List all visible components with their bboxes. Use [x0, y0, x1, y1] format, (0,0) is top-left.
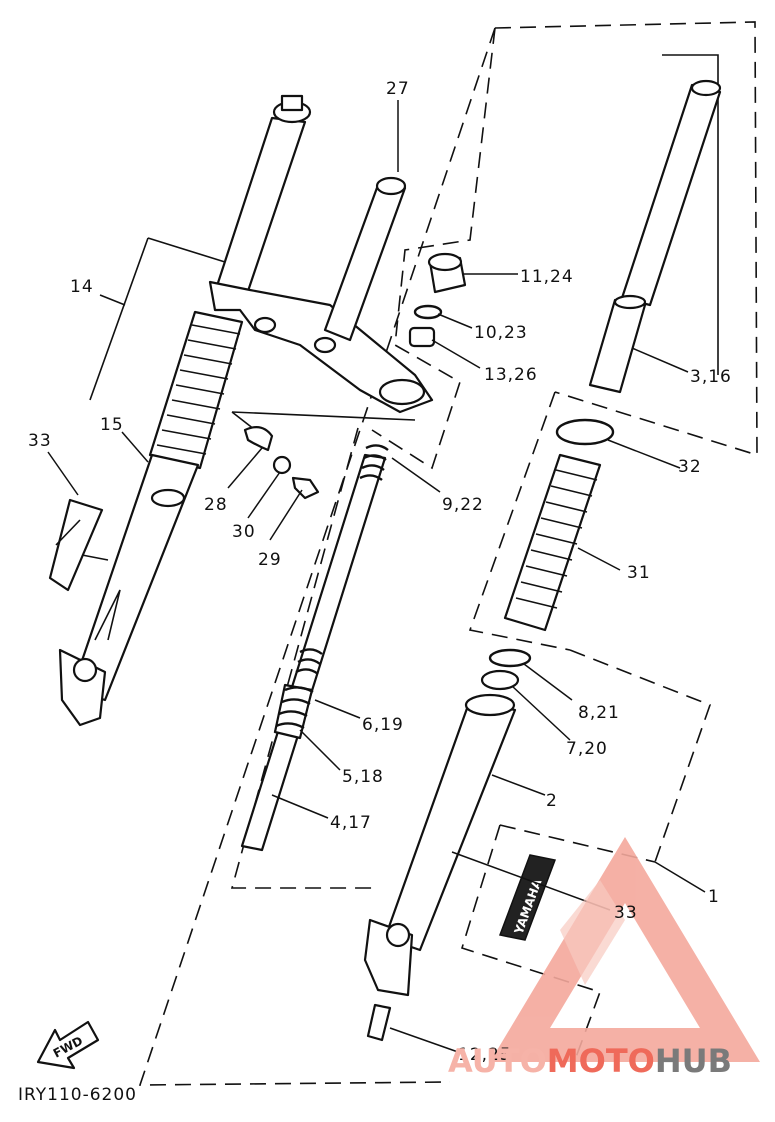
fork-clamp-boss: [150, 488, 186, 508]
callout-3-16: 3,16: [690, 367, 732, 387]
fork-leg-rib-left: [94, 589, 121, 641]
outer-tube-2: [383, 698, 517, 952]
clip-28: [243, 425, 274, 452]
boundary-upper-right: [662, 54, 719, 375]
boundary-inner-tube: [230, 427, 372, 889]
bolt-12: [366, 1003, 392, 1042]
clip-8: [488, 648, 532, 668]
boundary-line-14b: [89, 237, 149, 401]
fork-cap-top-left: [280, 94, 304, 112]
clamp-hardware: [243, 425, 320, 500]
steering-stem: [323, 183, 407, 342]
emblem-right: YAMAHA: [498, 854, 557, 941]
axle-hole-left: [72, 657, 98, 683]
watermark-auto: AUTOMOTOHUB: [448, 1042, 732, 1080]
bracket-hole-left: [253, 316, 277, 334]
inner-tube-4: [240, 453, 387, 852]
callout-10-23: 10,23: [474, 323, 528, 343]
callout-9-22: 9,22: [442, 495, 484, 515]
callout-5-18: 5,18: [342, 767, 384, 787]
callout-12-25: 12,25: [458, 1045, 512, 1065]
cap-parts: [408, 252, 467, 348]
boundary-outer-upper: [494, 21, 758, 457]
right-fork-upper: [588, 79, 722, 394]
assembled-fork: [58, 94, 434, 727]
nut-30: [272, 455, 292, 475]
right-outer-tube-assembly: [363, 648, 532, 997]
callout-11-24: 11,24: [520, 267, 574, 287]
callout-8-21: 8,21: [578, 703, 620, 723]
bolt-29: [291, 476, 320, 500]
callout-7-20: 7,20: [566, 739, 608, 759]
callout-33-left: 33: [28, 431, 52, 451]
boundary-line-14a: [147, 237, 226, 263]
seal-7: [480, 669, 520, 691]
boundary-inner-upper: [371, 27, 496, 470]
callout-33-right: 33: [614, 903, 638, 923]
callout-31: 31: [627, 563, 651, 583]
fork-outer-tube-left: [70, 453, 200, 702]
watermark-triangle-icon: [489, 836, 761, 1062]
emblem-plate-right: [498, 854, 557, 941]
callout-2: 2: [546, 791, 558, 811]
washer-10: [413, 304, 443, 320]
leader-lines: [47, 100, 706, 1053]
damper-5: [273, 683, 314, 740]
callout-29: 29: [258, 550, 282, 570]
callout-30: 30: [232, 522, 256, 542]
fork-tube-lower-3: [588, 298, 647, 394]
boundary-line-28a: [231, 411, 416, 421]
watermark-part1: AUTO: [448, 1042, 547, 1080]
bracket-hole-right: [313, 336, 337, 354]
callout-32: 32: [678, 457, 702, 477]
callout-14: 14: [70, 277, 94, 297]
clamp-32: [555, 418, 615, 446]
boot-ribs-right: [515, 469, 598, 609]
boundary-long-diagonal: [138, 27, 496, 1086]
spring-6: [295, 648, 323, 675]
spring-9: [359, 444, 389, 481]
axle-hole-right: [385, 922, 411, 948]
callout-27: 27: [386, 79, 410, 99]
fork-boot-left: [148, 310, 244, 470]
callout-4-17: 4,17: [330, 813, 372, 833]
emblem-left: [48, 498, 104, 592]
callout-15: 15: [100, 415, 124, 435]
bracket-clamp: [378, 378, 426, 406]
fork-upper-tube-left: [213, 116, 307, 302]
callout-1: 1: [708, 887, 720, 907]
boundary-outer-tube: [569, 649, 712, 863]
boot-31: [503, 453, 602, 632]
inner-tube-assembly: [240, 444, 389, 852]
group-boundaries: [138, 21, 758, 1086]
callout-labels: 27 14 15 33 11,24 10,23 13,26 3,16 28 30…: [28, 79, 732, 1065]
right-boot-assembly: [503, 418, 615, 632]
boundary-boot: [468, 391, 571, 651]
steering-stem-top: [375, 176, 407, 196]
spacer-13: [408, 326, 436, 348]
callout-13-26: 13,26: [484, 365, 538, 385]
watermark-text: AUTOMOTOHUB: [448, 1042, 732, 1080]
callout-28: 28: [204, 495, 228, 515]
callout-6-19: 6,19: [362, 715, 404, 735]
emblem-plate-left: [48, 498, 104, 592]
boundary-emblem-bottom: [461, 824, 602, 1061]
watermark-part3: HUB: [655, 1042, 732, 1080]
fork-tube-3: [620, 83, 722, 307]
boot-ribs-left: [156, 324, 241, 455]
fwd-arrow-icon: FWD: [36, 1020, 100, 1070]
watermark-logo: [489, 836, 761, 1062]
diagram-code: IRY110-6200: [18, 1085, 137, 1105]
watermark-part2: MOTO: [547, 1042, 655, 1080]
